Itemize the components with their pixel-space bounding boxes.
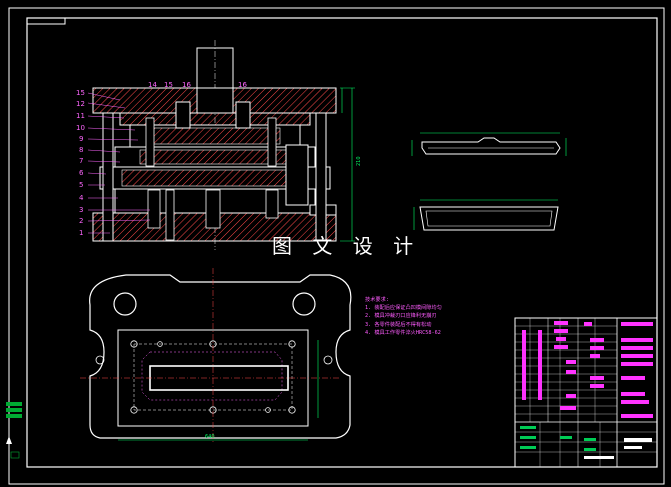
notes-line: 3. 各零件装配后不得有松动 bbox=[365, 321, 432, 328]
part-label: 6 bbox=[79, 169, 84, 177]
part-label: 12 bbox=[76, 100, 85, 108]
notes-line: 2. 模具冲裁刃口应锋利无崩刃 bbox=[365, 313, 437, 320]
part-label: 16 bbox=[182, 81, 191, 89]
top-part-labels: 14 15 16 16 bbox=[148, 81, 247, 89]
part-label: 8 bbox=[79, 146, 83, 154]
margin-markers bbox=[6, 402, 22, 462]
technical-notes: 技术要求: 1. 装配后应保证凸凹模间隙均匀 2. 模具冲裁刃口应锋利无崩刃 3… bbox=[365, 296, 442, 337]
part-label: 10 bbox=[76, 124, 85, 132]
part-label: 16 bbox=[238, 81, 247, 89]
part-label: 14 bbox=[148, 81, 157, 89]
outer-frame bbox=[8, 7, 665, 485]
dimension-height: 210 bbox=[356, 156, 362, 166]
part-label: 5 bbox=[79, 181, 83, 189]
dimension-overall-width: 640 bbox=[205, 434, 215, 440]
title-block bbox=[514, 317, 658, 468]
part-label: 15 bbox=[76, 89, 85, 97]
top-left-tab bbox=[26, 17, 66, 25]
part-number-labels: 15 12 11 10 9 8 7 6 5 4 3 2 1 bbox=[76, 89, 85, 237]
watermark: 图 文 设 计 bbox=[272, 234, 421, 258]
part-label: 9 bbox=[79, 135, 83, 143]
part-label: 1 bbox=[79, 229, 83, 237]
workpiece-front-view bbox=[413, 199, 559, 231]
notes-title: 技术要求: bbox=[365, 297, 389, 303]
part-label: 2 bbox=[79, 217, 83, 225]
plan-view bbox=[80, 268, 352, 444]
workpiece-side-view bbox=[411, 132, 567, 156]
notes-line: 1. 装配后应保证凸凹模间隙均匀 bbox=[365, 305, 442, 312]
part-label: 11 bbox=[76, 112, 85, 120]
part-label: 15 bbox=[164, 81, 173, 89]
section-view bbox=[87, 40, 355, 250]
part-label: 4 bbox=[79, 194, 84, 202]
inner-frame bbox=[26, 17, 658, 468]
part-label: 3 bbox=[79, 206, 83, 214]
notes-line: 4. 模具工作零件淬火HRC58-62 bbox=[365, 329, 441, 336]
part-label: 7 bbox=[79, 157, 83, 165]
